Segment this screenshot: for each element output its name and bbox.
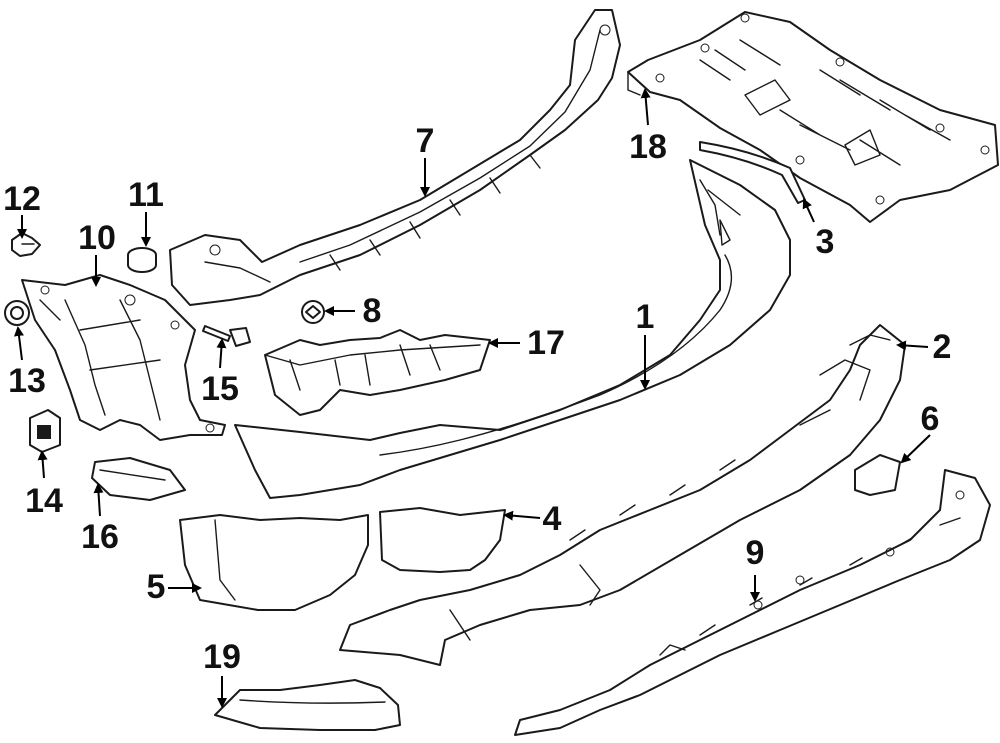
callout-16: 16 <box>81 518 119 556</box>
part-13-nut <box>4 300 30 326</box>
part-2-lower-cover <box>339 324 906 666</box>
callout-17: 17 <box>527 324 565 362</box>
leader-4 <box>503 510 541 521</box>
callout-14: 14 <box>25 482 63 520</box>
part-1-bumper-cover <box>234 159 791 499</box>
callout-13: 13 <box>8 362 46 400</box>
part-19-lower-trim <box>214 679 401 731</box>
callout-5: 5 <box>147 568 166 606</box>
part-10-bracket <box>21 274 226 441</box>
callout-1: 1 <box>636 298 655 336</box>
callout-10: 10 <box>78 219 116 257</box>
part-8-nut <box>301 300 325 324</box>
part-17-mounting-bracket <box>264 329 491 416</box>
part-14-bumper-stop <box>29 409 61 453</box>
leader-2 <box>896 340 929 351</box>
callout-18: 18 <box>629 128 667 166</box>
callout-19: 19 <box>203 638 241 676</box>
part-7-impact-bar <box>169 9 621 306</box>
callout-4: 4 <box>543 500 562 538</box>
callout-3: 3 <box>816 223 835 261</box>
callout-12: 12 <box>3 180 41 218</box>
part-12-push-clip <box>11 232 41 257</box>
part-18-splash-shield <box>627 11 999 223</box>
part-6-tow-hook-cover <box>854 454 901 496</box>
callout-6: 6 <box>921 400 940 438</box>
leader-16 <box>93 483 104 517</box>
part-3-seal-strip <box>699 141 806 204</box>
part-4-trim-insert <box>379 507 506 573</box>
leader-6 <box>900 434 931 464</box>
part-16-reflector <box>91 457 186 501</box>
part-5-side-trim <box>179 514 369 611</box>
part-11-grommet <box>127 247 157 273</box>
callout-8: 8 <box>363 292 382 330</box>
callout-11: 11 <box>128 176 164 214</box>
part-9-lower-trim <box>514 469 991 736</box>
leader-3 <box>802 198 815 223</box>
leader-14 <box>37 450 48 479</box>
leader-13 <box>14 326 24 361</box>
leader-lines <box>14 88 931 708</box>
callout-9: 9 <box>746 534 765 572</box>
callout-15: 15 <box>201 370 239 408</box>
callout-7: 7 <box>416 122 435 160</box>
callout-2: 2 <box>933 328 952 366</box>
leader-18 <box>640 88 651 126</box>
part-15-bolt <box>202 325 251 347</box>
leader-15 <box>216 338 227 369</box>
callout-labels: 1 2 3 4 5 6 7 8 9 10 11 12 13 14 15 16 1… <box>3 122 951 676</box>
